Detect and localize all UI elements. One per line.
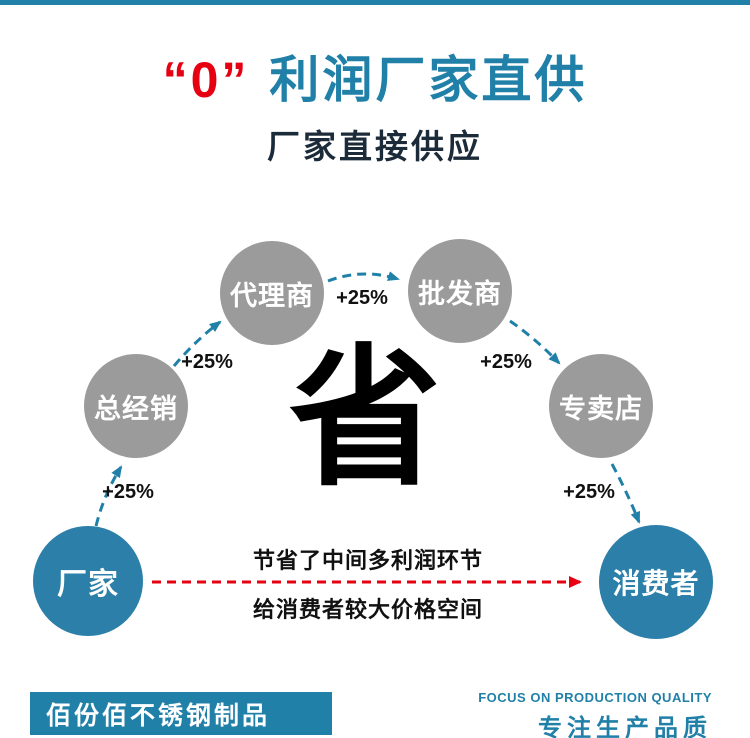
node-distributor-label: 总经销	[94, 393, 178, 424]
brand-text: 佰份佰不锈钢制品	[46, 701, 271, 730]
top-accent-bar	[0, 0, 750, 5]
page-subtitle: 厂家直接供应	[267, 128, 483, 165]
node-wholesaler: 批发商	[408, 239, 512, 343]
page-title: “0” 利润厂家直供	[0, 40, 750, 112]
footer-slogan: FOCUS ON PRODUCTION QUALITY 专注生产品质	[478, 690, 712, 738]
node-store: 专卖店	[549, 354, 653, 458]
node-distributor: 总经销	[84, 354, 188, 458]
arrow-agent-to-wholesaler	[327, 271, 400, 283]
note-line-2: 给消费者较大价格空间	[252, 597, 483, 622]
brand-banner: 佰份佰不锈钢制品	[30, 692, 332, 735]
markup-label-5: +25%	[563, 481, 615, 503]
markup-label-2: +25%	[181, 351, 233, 373]
title-zero: “0”	[162, 52, 250, 108]
node-agent: 代理商	[220, 241, 324, 345]
markup-label-1: +25%	[102, 481, 154, 503]
node-wholesaler-label: 批发商	[418, 278, 502, 309]
node-consumer-label: 消费者	[612, 568, 700, 599]
markup-label-4: +25%	[480, 351, 532, 373]
save-character: 省	[289, 334, 441, 504]
slogan-en: FOCUS ON PRODUCTION QUALITY	[478, 690, 712, 705]
node-consumer: 消费者	[599, 525, 713, 639]
markup-label-3: +25%	[336, 287, 388, 309]
title-text: 利润厂家直供	[269, 52, 588, 108]
slogan-zh: 专注生产品质	[538, 715, 712, 738]
note-line-1: 节省了中间多利润环节	[252, 548, 483, 573]
node-factory: 厂家	[33, 526, 143, 636]
node-factory-label: 厂家	[57, 568, 119, 601]
node-agent-label: 代理商	[230, 280, 314, 311]
node-store-label: 专卖店	[559, 393, 643, 424]
